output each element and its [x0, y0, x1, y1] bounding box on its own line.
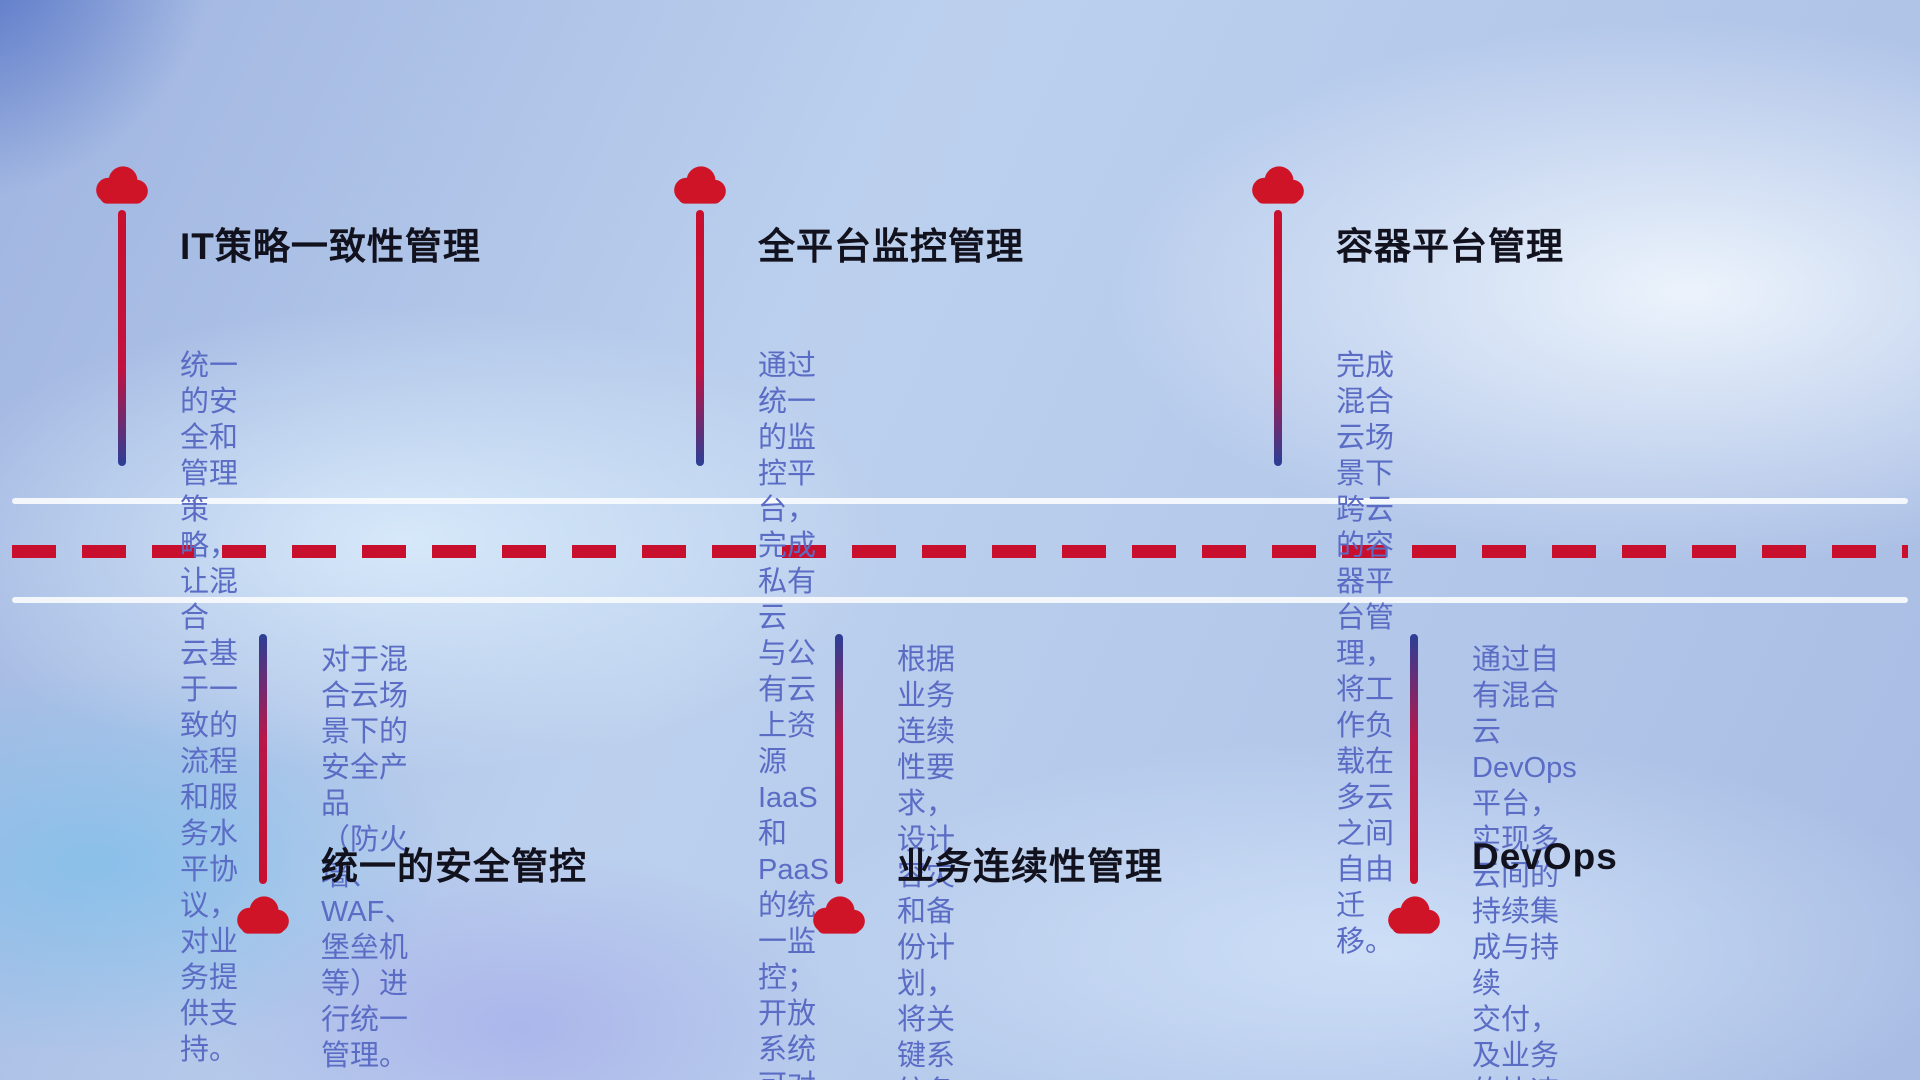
feature-title: 统一的安全管控 — [321, 846, 587, 887]
timeline-connector — [259, 634, 267, 884]
timeline-connector — [1274, 210, 1282, 466]
cloud-icon — [91, 164, 153, 208]
feature-description: 对于混合云场景下的安全产品 （防火墙、WAF、堡垒机等）进 行统一管理。 — [321, 644, 414, 1072]
feature-title: IT策略一致性管理 — [180, 226, 481, 267]
feature-title: 业务连续性管理 — [897, 846, 1163, 887]
cloud-icon — [808, 894, 870, 938]
feature-title: 全平台监控管理 — [758, 226, 1024, 267]
feature-title: 容器平台管理 — [1336, 226, 1564, 267]
cloud-icon-shape — [674, 166, 726, 204]
divider-solid-line-bottom — [12, 597, 1908, 603]
cloud-icon-shape — [96, 166, 148, 204]
timeline-connector — [696, 210, 704, 466]
cloud-icon — [1383, 894, 1445, 938]
cloud-icon — [232, 894, 294, 938]
cloud-icon-shape — [813, 896, 865, 934]
timeline-connector — [118, 210, 126, 466]
feature-title: DevOps — [1472, 836, 1618, 877]
feature-description: 根据业务连续性要求，设计容灾 和备份计划，将关键系统备份至 线上/线下，并定期校… — [897, 644, 956, 1080]
cloud-icon-shape — [237, 896, 289, 934]
feature-description: 通过自有混合云DevOps平台， 实现多云间的持续集成与持续 交付，及业务的快速… — [1472, 644, 1577, 1080]
feature-description: 统一的安全和管理策略，让混合 云基于一致的流程和服务水平协 议，对业务提供支持。 — [180, 350, 239, 1066]
cloud-icon — [1247, 164, 1309, 208]
timeline-connector — [835, 634, 843, 884]
cloud-icon — [669, 164, 731, 208]
cloud-icon-shape — [1252, 166, 1304, 204]
cloud-icon-shape — [1388, 896, 1440, 934]
feature-description: 通过统一的监控平台，完成私有云 与公有云上资源IaaS和PaaS的统 一监控；开… — [758, 350, 829, 1080]
timeline-connector — [1410, 634, 1418, 884]
divider-dashed-line — [12, 545, 1908, 558]
feature-description: 完成混合云场景下跨云的容器平 台管理，将工作负载在多云之间 自由迁移。 — [1336, 350, 1395, 958]
divider-solid-line-top — [12, 498, 1908, 504]
